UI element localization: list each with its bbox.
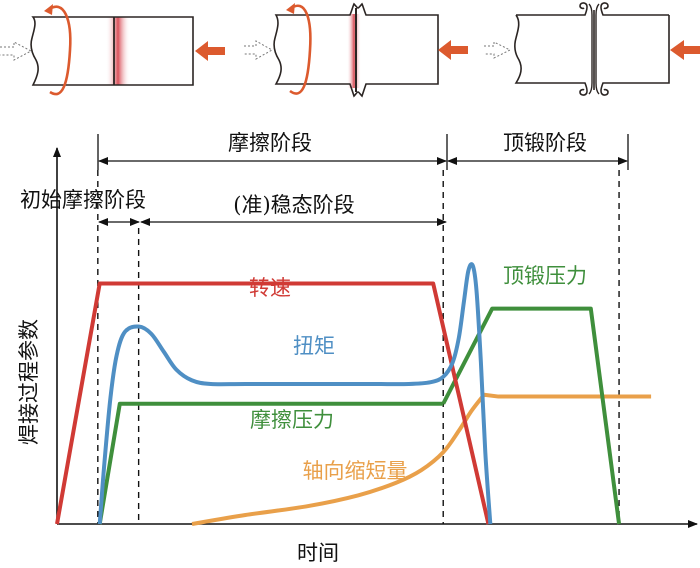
schematic-forging [484,2,700,96]
flash-curl [516,2,588,16]
y-axis-label: 焊接过程参数 [17,319,41,445]
workpiece-outline [30,16,194,86]
friction-pressure-label: 摩擦压力 [250,408,334,432]
flash-inner [588,3,600,95]
chart-axes [53,147,698,528]
forging-phase-label: 顶锻阶段 [503,131,587,155]
series-layer [55,262,652,526]
phase-boundaries [97,170,620,524]
shortening-label: 轴向缩短量 [303,459,408,483]
workpiece-outline [273,2,439,98]
phase-spans [97,134,629,226]
series-line-friction-pressure [97,401,444,525]
torque-label: 扭矩 [293,334,335,358]
dotted-feed-arrow-icon [244,40,274,60]
heated-zone [347,14,361,88]
axial-force-arrow-icon [670,40,700,60]
workpiece-left-outline [513,14,588,96]
series-line-forge-pressure [441,306,622,525]
rotation-arrow-icon [286,3,312,95]
heated-zone [106,17,130,85]
series-line-speed [55,281,491,525]
rotation-arrow-icon [44,4,72,96]
speed-label: 转速 [249,276,291,300]
steady-phase-label: (准)稳态阶段 [233,193,354,217]
forge-pressure-label: 顶锻压力 [503,264,587,288]
x-axis-label: 时间 [297,541,339,565]
dotted-feed-arrow-icon [484,41,512,59]
series-line-shortening [191,392,652,526]
workpiece-right-outline [600,2,670,96]
initial-friction-label: 初始摩擦阶段 [20,188,146,212]
schematic-initial-friction [0,4,225,96]
axial-force-arrow-icon [195,41,225,61]
series-line-torque [97,262,493,525]
schematic-steady-friction [244,2,468,98]
friction-phase-label: 摩擦阶段 [228,131,312,155]
dotted-feed-arrow-icon [0,41,33,61]
axial-force-arrow-icon [438,40,468,60]
